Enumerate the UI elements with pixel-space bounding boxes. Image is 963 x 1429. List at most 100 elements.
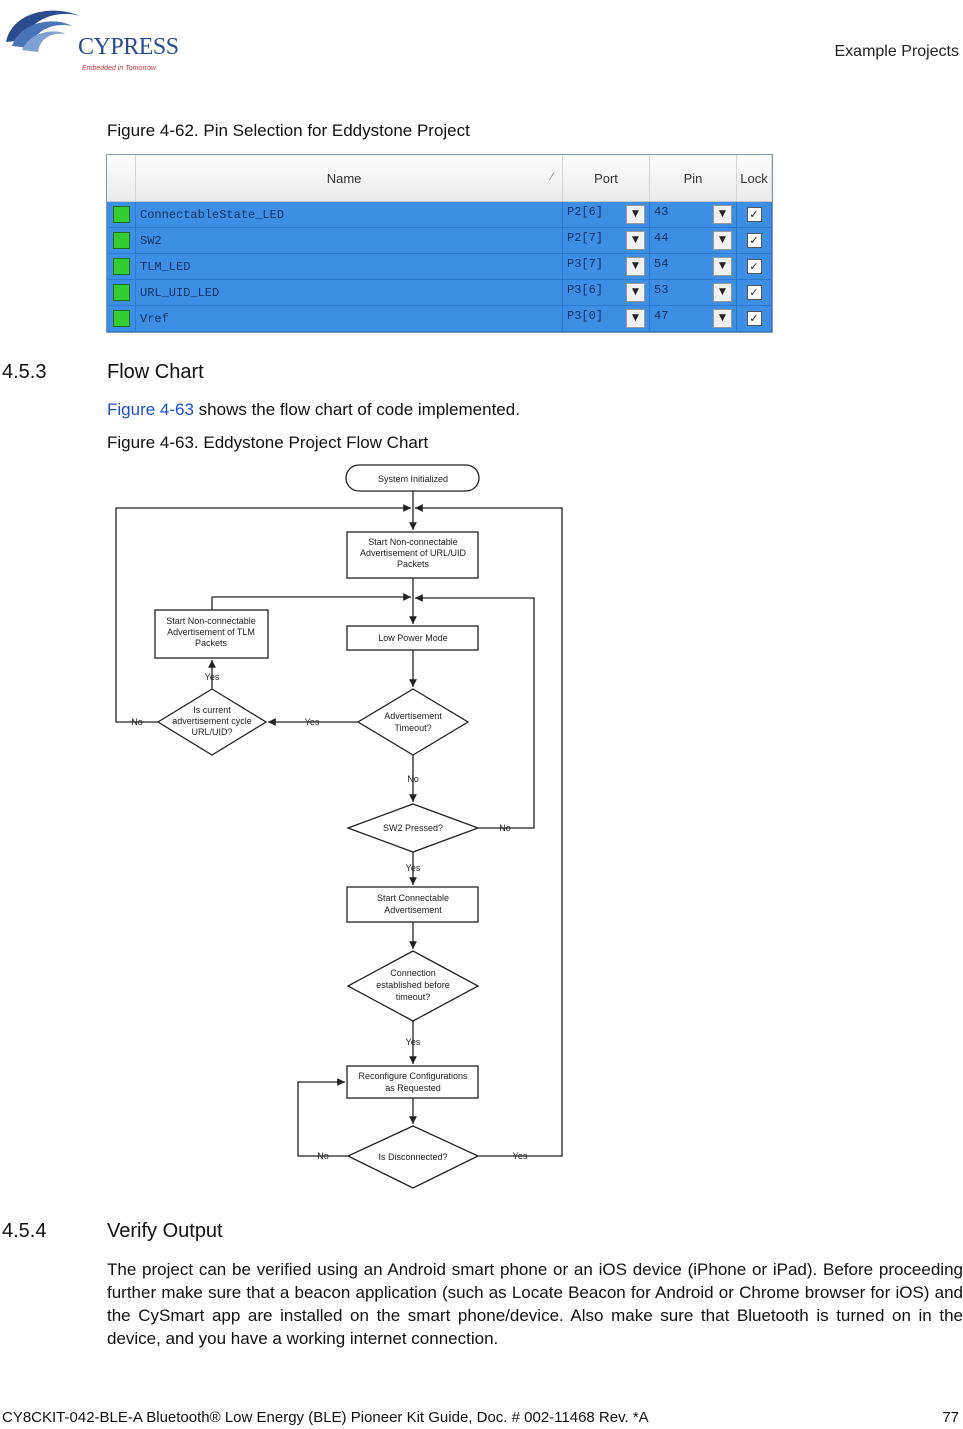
no-label-sw2: No bbox=[499, 823, 511, 833]
pin-dropdown-icon[interactable]: ▼ bbox=[713, 283, 732, 302]
lock-cell[interactable]: ✓ bbox=[736, 253, 772, 280]
cypress-logo: CYPRESS Embedded in Tomorrow bbox=[2, 2, 182, 76]
yes-label-tlm: Yes bbox=[205, 672, 220, 682]
lock-column-header[interactable]: Lock bbox=[736, 155, 772, 202]
status-green-icon bbox=[112, 232, 130, 249]
pin-dropdown-icon[interactable]: ▼ bbox=[713, 309, 732, 328]
port-cell[interactable]: P3[0]▼ bbox=[562, 305, 650, 332]
lock-checkbox[interactable]: ✓ bbox=[746, 207, 762, 222]
lock-cell[interactable]: ✓ bbox=[736, 201, 772, 228]
disconnected-label: Is Disconnected? bbox=[378, 1152, 447, 1162]
port-cell[interactable]: P3[6]▼ bbox=[562, 279, 650, 306]
tlm-dec-label-2: advertisement cycle bbox=[172, 716, 252, 726]
name-column-header[interactable]: Name∕ bbox=[135, 155, 563, 202]
yes-label-disconnected: Yes bbox=[513, 1151, 528, 1161]
yes-label-conn: Yes bbox=[406, 1037, 421, 1047]
pin-selection-table: Name∕ Port Pin Lock ConnectableState_LED… bbox=[106, 154, 773, 333]
status-green-icon bbox=[112, 258, 130, 275]
pin-dropdown-icon[interactable]: ▼ bbox=[713, 231, 732, 250]
adv-timeout-label-1: Advertisement bbox=[384, 711, 442, 721]
port-column-header[interactable]: Port bbox=[562, 155, 650, 202]
port-dropdown-icon[interactable]: ▼ bbox=[626, 283, 645, 302]
cypress-swoosh-icon bbox=[6, 10, 80, 52]
section-label: Example Projects bbox=[834, 43, 960, 60]
url-uid-label-1: Start Non-connectable bbox=[368, 537, 458, 547]
start-connectable-box bbox=[346, 886, 479, 923]
section-number-453: 4.5.3 bbox=[2, 361, 47, 383]
pin-column-header[interactable]: Pin bbox=[649, 155, 737, 202]
eddystone-flowchart: System Initialized Start Non-connectable… bbox=[0, 455, 600, 1200]
port-cell[interactable]: P2[6]▼ bbox=[562, 201, 650, 228]
logo-wordmark: CYPRESS bbox=[78, 34, 179, 60]
no-label-tlm: No bbox=[131, 717, 143, 727]
pin-name-cell[interactable]: Vref bbox=[135, 305, 563, 332]
start-conn-label-1: Start Connectable bbox=[377, 893, 449, 903]
row-status-cell bbox=[107, 201, 136, 228]
yes-label-sw2: Yes bbox=[406, 863, 421, 873]
pin-cell[interactable]: 44▼ bbox=[649, 227, 737, 254]
adv-timeout-label-2: Timeout? bbox=[394, 723, 431, 733]
sort-icon: ∕ bbox=[551, 170, 553, 183]
figure-63-link[interactable]: Figure 4-63 bbox=[107, 400, 194, 419]
row-status-cell bbox=[107, 253, 136, 280]
conn-label-1: Connection bbox=[390, 968, 436, 978]
section-number-454: 4.5.4 bbox=[2, 1220, 47, 1242]
tlm-label-2: Advertisement of TLM bbox=[167, 627, 255, 637]
pin-name-cell[interactable]: URL_UID_LED bbox=[135, 279, 563, 306]
pin-cell[interactable]: 53▼ bbox=[649, 279, 737, 306]
figure-63-caption: Figure 4-63. Eddystone Project Flow Char… bbox=[107, 433, 429, 452]
lock-cell[interactable]: ✓ bbox=[736, 305, 772, 332]
lock-cell[interactable]: ✓ bbox=[736, 227, 772, 254]
pin-dropdown-icon[interactable]: ▼ bbox=[713, 205, 732, 224]
low-power-label: Low Power Mode bbox=[378, 633, 448, 643]
footer-document-info: CY8CKIT-042-BLE-A Bluetooth® Low Energy … bbox=[2, 1409, 649, 1426]
row-status-cell bbox=[107, 279, 136, 306]
lock-checkbox[interactable]: ✓ bbox=[746, 233, 762, 248]
section-title-verify-output: Verify Output bbox=[107, 1220, 223, 1242]
port-dropdown-icon[interactable]: ▼ bbox=[626, 205, 645, 224]
port-dropdown-icon[interactable]: ▼ bbox=[626, 231, 645, 250]
port-dropdown-icon[interactable]: ▼ bbox=[626, 309, 645, 328]
figure-62-caption: Figure 4-62. Pin Selection for Eddystone… bbox=[107, 121, 470, 140]
pin-name-cell[interactable]: TLM_LED bbox=[135, 253, 563, 280]
adv-timeout-decision bbox=[356, 688, 470, 756]
reconfig-label-2: as Requested bbox=[385, 1083, 441, 1093]
conn-label-3: timeout? bbox=[396, 992, 431, 1002]
start-label: System Initialized bbox=[378, 474, 448, 484]
row-status-cell bbox=[107, 227, 136, 254]
conn-label-2: established before bbox=[376, 980, 450, 990]
tlm-label-3: Packets bbox=[195, 638, 228, 648]
pin-cell[interactable]: 54▼ bbox=[649, 253, 737, 280]
pin-cell[interactable]: 43▼ bbox=[649, 201, 737, 228]
status-green-icon bbox=[112, 206, 130, 223]
section-title-flow-chart: Flow Chart bbox=[107, 361, 204, 383]
lock-checkbox[interactable]: ✓ bbox=[746, 259, 762, 274]
no-label-timeout: No bbox=[407, 774, 419, 784]
status-green-icon bbox=[112, 284, 130, 301]
lock-cell[interactable]: ✓ bbox=[736, 279, 772, 306]
port-cell[interactable]: P2[7]▼ bbox=[562, 227, 650, 254]
lock-checkbox[interactable]: ✓ bbox=[746, 285, 762, 300]
start-conn-label-2: Advertisement bbox=[384, 905, 442, 915]
reconfig-label-1: Reconfigure Configurations bbox=[358, 1071, 468, 1081]
url-uid-label-2: Advertisement of URL/UID bbox=[360, 548, 467, 558]
port-dropdown-icon[interactable]: ▼ bbox=[626, 257, 645, 276]
flowchart-svg: System Initialized Start Non-connectable… bbox=[115, 464, 563, 1189]
yes-label-timeout: Yes bbox=[305, 717, 320, 727]
logo-tagline: Embedded in Tomorrow bbox=[82, 65, 157, 72]
disconnected-decision bbox=[346, 1125, 480, 1189]
reconfigure-box bbox=[346, 1065, 479, 1099]
tlm-label-1: Start Non-connectable bbox=[166, 616, 256, 626]
pin-dropdown-icon[interactable]: ▼ bbox=[713, 257, 732, 276]
port-cell[interactable]: P3[7]▼ bbox=[562, 253, 650, 280]
pin-name-cell[interactable]: SW2 bbox=[135, 227, 563, 254]
no-label-disconnected: No bbox=[317, 1151, 329, 1161]
lock-checkbox[interactable]: ✓ bbox=[746, 311, 762, 326]
pin-cell[interactable]: 47▼ bbox=[649, 305, 737, 332]
pin-name-cell[interactable]: ConnectableState_LED bbox=[135, 201, 563, 228]
